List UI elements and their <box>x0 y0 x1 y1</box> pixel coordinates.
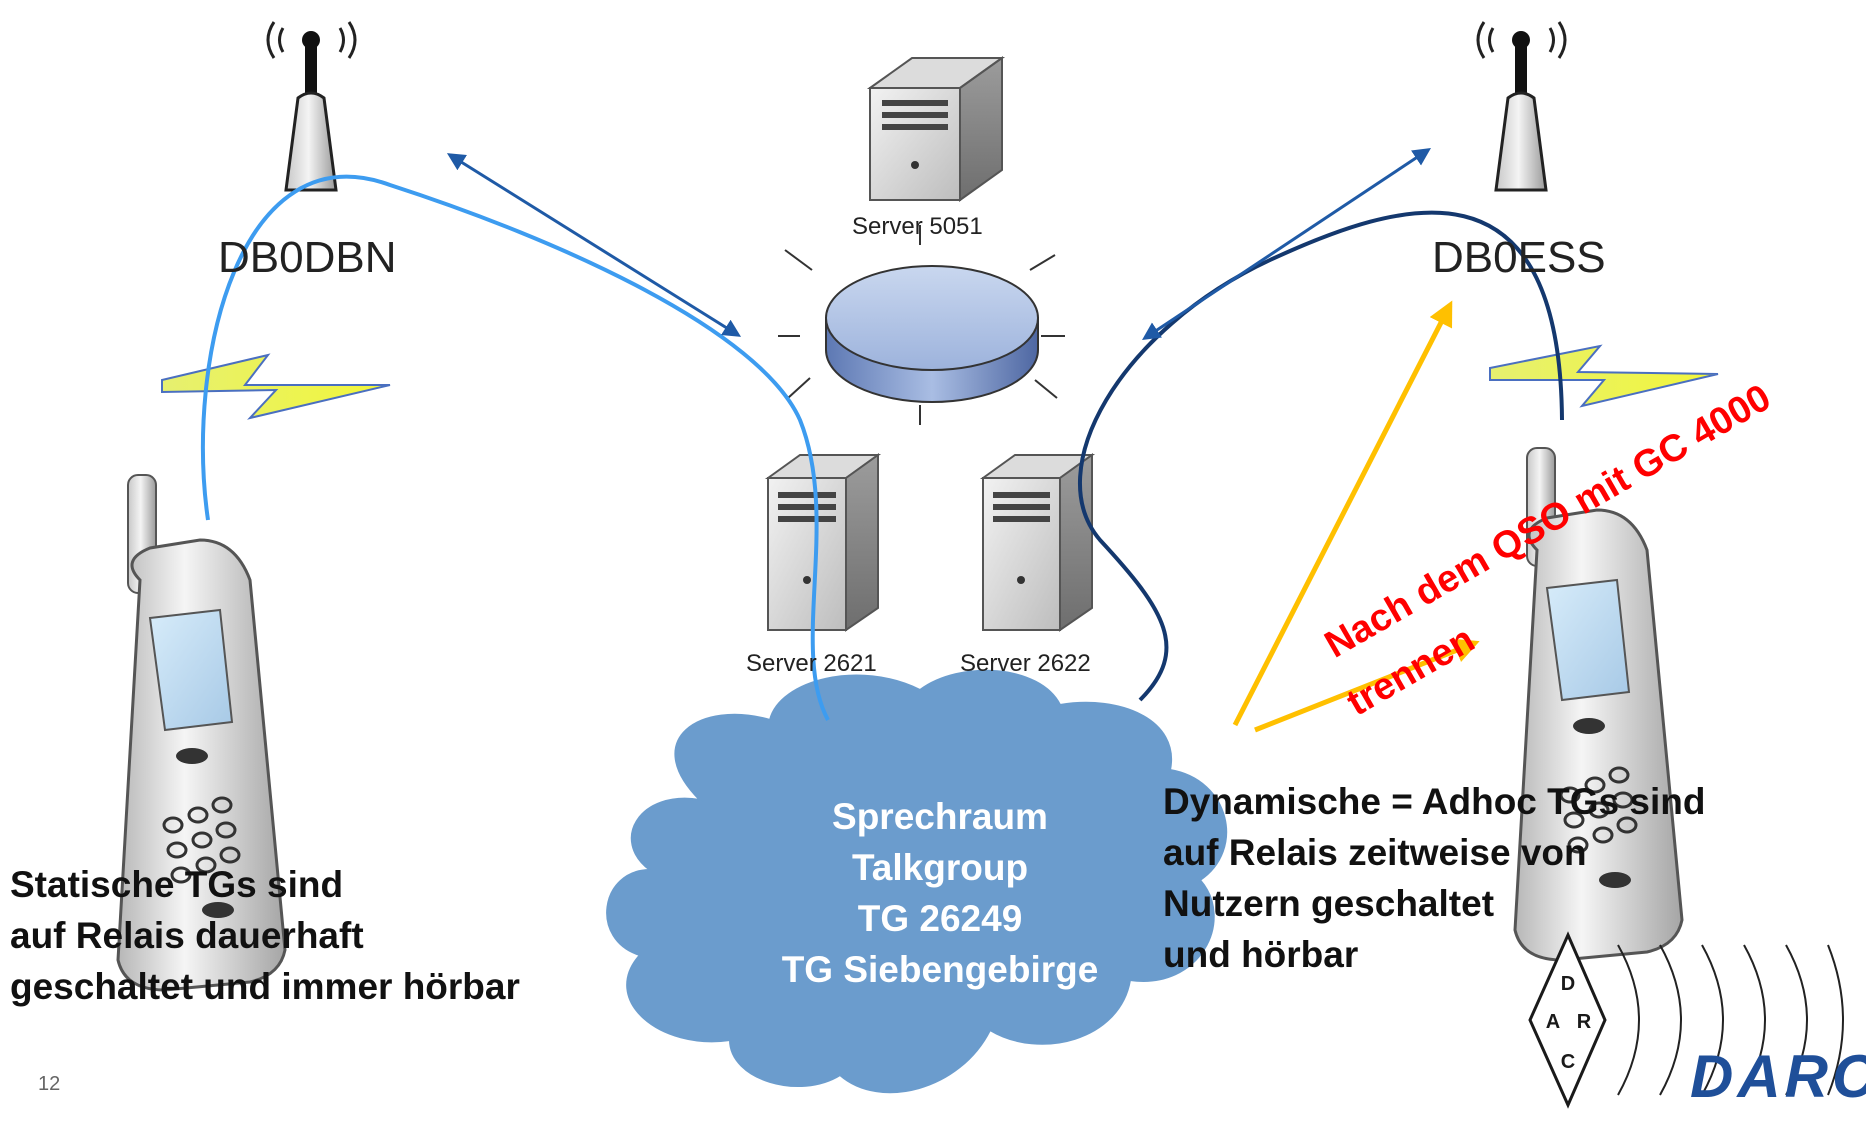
cloud-text: Sprechraum Talkgroup TG 26249 TG Siebeng… <box>740 791 1140 995</box>
handheld-radio-right-icon <box>1513 447 1684 962</box>
dynamic-line-2: auf Relais zeitweise von <box>1163 832 1587 873</box>
cloud-line-3: TG 26249 <box>857 898 1023 939</box>
dynamic-line-3: Nutzern geschaltet <box>1163 883 1495 924</box>
dynamic-tg-text: Dynamische = Adhoc TGs sind auf Relais z… <box>1163 776 1705 980</box>
handheld-radio-left-icon <box>116 474 287 992</box>
dynamic-line-4: und hörbar <box>1163 934 1359 975</box>
svg-text:A: A <box>1546 1011 1560 1033</box>
lightning-bolt-right-icon <box>1489 344 1719 408</box>
server-label-2621: Server 2621 <box>746 650 877 677</box>
dynamic-line-1: Dynamische = Adhoc TGs sind <box>1163 781 1706 822</box>
server-label-5051: Server 5051 <box>852 213 983 240</box>
svg-text:C: C <box>1561 1051 1575 1073</box>
arrow-relay-left-to-hub <box>446 153 742 337</box>
static-line-1: Statische TGs sind <box>10 864 344 905</box>
relay-label-right: DB0ESS <box>1432 233 1606 282</box>
darc-logo: D A R C <box>1528 931 1844 1109</box>
lightning-bolt-left-icon <box>161 353 391 420</box>
static-tg-text: Statische TGs sind auf Relais dauerhaft … <box>10 859 520 1012</box>
server-label-2622: Server 2622 <box>960 650 1091 677</box>
yellow-arrow-to-relay <box>1232 300 1453 727</box>
relay-label-left: DB0DBN <box>218 233 397 282</box>
page-number: 12 <box>38 1073 61 1095</box>
static-line-3: geschaltet und immer hörbar <box>10 966 520 1007</box>
talkgroup-cloud <box>606 669 1227 1094</box>
svg-text:R: R <box>1577 1011 1592 1033</box>
server-2621-icon <box>764 453 882 632</box>
yellow-arrow-to-phone <box>1254 638 1480 733</box>
server-5051-icon <box>866 56 1006 202</box>
server-2622-icon <box>979 453 1096 632</box>
darc-logo-text: DARC <box>1690 1043 1866 1110</box>
svg-text:D: D <box>1561 973 1575 995</box>
arrow-relay-right-to-hub <box>1142 148 1431 340</box>
cloud-line-1: Sprechraum <box>832 796 1048 837</box>
cloud-line-4: TG Siebengebirge <box>781 949 1099 990</box>
static-line-2: auf Relais dauerhaft <box>10 915 364 956</box>
network-hub-icon <box>778 225 1065 425</box>
relay-antenna-right-icon <box>1476 21 1567 192</box>
cloud-line-2: Talkgroup <box>851 847 1029 888</box>
relay-antenna-left-icon <box>266 21 357 192</box>
